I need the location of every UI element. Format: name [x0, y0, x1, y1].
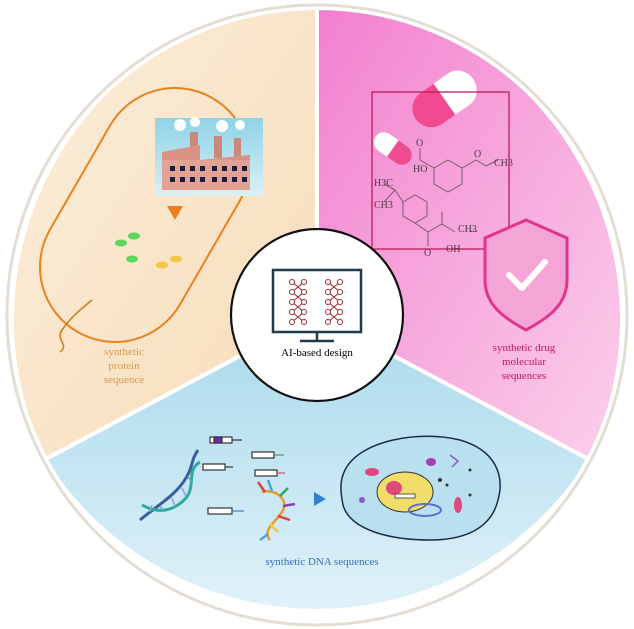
shield-check-icon	[483, 218, 569, 332]
svg-text:H3C: H3C	[374, 178, 393, 189]
arrow-down-icon	[167, 206, 183, 220]
monitor-neural-net-icon	[271, 268, 363, 343]
pill-icon	[373, 70, 477, 165]
molecule-frame	[371, 91, 510, 250]
center-label: AI-based design	[281, 347, 353, 359]
label-synthetic-drug-molecular-sequences: synthetic drug molecular sequences	[492, 342, 556, 382]
plasmid-icon	[202, 436, 285, 515]
molecule-structure	[383, 148, 499, 246]
cell-icon	[340, 435, 501, 541]
svg-text:O: O	[416, 138, 423, 149]
rna-strand	[256, 479, 296, 541]
svg-text:CH3: CH3	[374, 200, 393, 211]
protein-dots	[115, 232, 182, 269]
svg-text:HO: HO	[413, 164, 427, 175]
svg-text:CH3: CH3	[458, 224, 477, 235]
svg-text:...: ...	[470, 224, 478, 235]
label-synthetic-protein-sequence: synthetic protein sequence	[103, 346, 145, 386]
arrow-right-icon	[314, 492, 326, 506]
svg-text:OH: OH	[446, 244, 460, 255]
dna-helix-icon	[139, 449, 201, 522]
bacterium-icon	[39, 87, 251, 353]
label-synthetic-dna-sequences: synthetic DNA sequences	[265, 556, 379, 568]
factory-icon	[155, 117, 263, 196]
molecule-labels: HO O O CH3 H3C CH3 O CH3 OH ...	[374, 138, 513, 259]
svg-text:O: O	[424, 248, 431, 259]
svg-text:O: O	[474, 149, 481, 160]
svg-text:CH3: CH3	[494, 158, 513, 169]
